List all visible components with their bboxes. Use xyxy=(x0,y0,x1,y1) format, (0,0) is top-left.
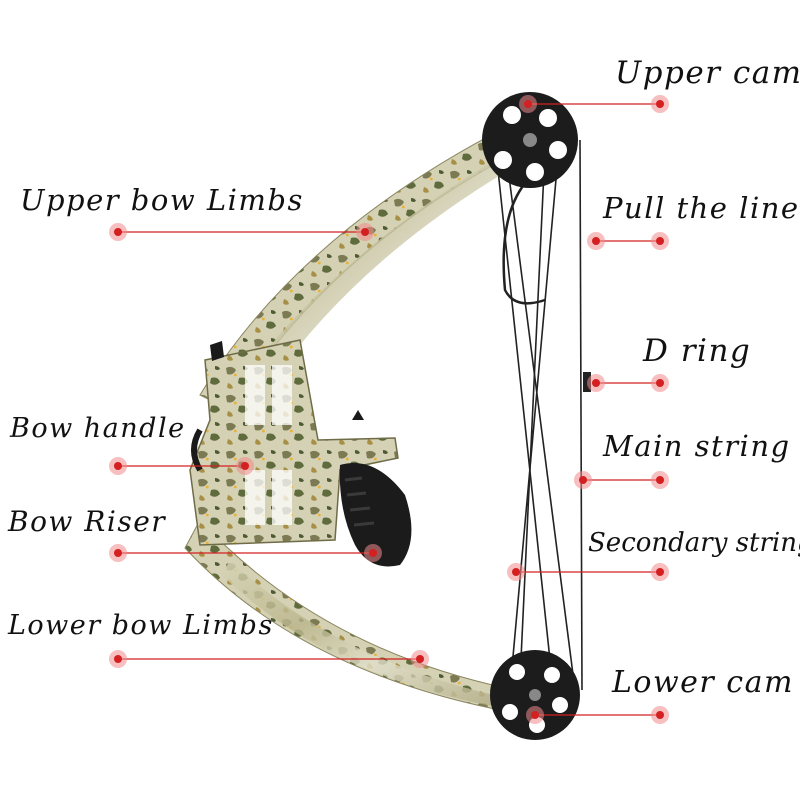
leader-upper-cam xyxy=(519,95,669,113)
leader-pull-the-line xyxy=(587,232,669,250)
label-pull-the-line: Pull the line xyxy=(603,191,800,225)
bow-strings xyxy=(497,134,583,691)
leader-lower-cam xyxy=(526,706,669,724)
leader-bow-handle xyxy=(109,457,254,475)
leaders xyxy=(109,95,669,724)
leader-d-ring xyxy=(587,374,669,392)
label-secondary-string: Secondary string xyxy=(588,528,800,558)
leader-secondary-string xyxy=(507,563,669,581)
label-upper-bow-limbs: Upper bow Limbs xyxy=(20,183,304,217)
upper-cam-shape xyxy=(482,92,578,188)
label-bow-handle: Bow handle xyxy=(10,413,186,444)
label-bow-riser: Bow Riser xyxy=(8,505,167,538)
riser-shape xyxy=(189,339,399,546)
label-lower-bow-limbs: Lower bow Limbs xyxy=(8,610,274,641)
label-lower-cam: Lower cam xyxy=(612,665,794,700)
leader-bow-riser xyxy=(109,544,382,562)
grip-shape xyxy=(339,463,412,567)
d-ring-shape xyxy=(583,372,591,392)
label-main-string: Main string xyxy=(603,429,791,463)
leader-upper-bow-limbs xyxy=(109,223,374,241)
bow-illustration xyxy=(184,92,591,740)
label-d-ring: D ring xyxy=(643,333,752,369)
leader-main-string xyxy=(574,471,669,489)
label-upper-cam: Upper cam xyxy=(615,55,800,91)
leader-lower-bow-limbs xyxy=(109,650,429,668)
lower-cam-shape xyxy=(490,650,580,740)
